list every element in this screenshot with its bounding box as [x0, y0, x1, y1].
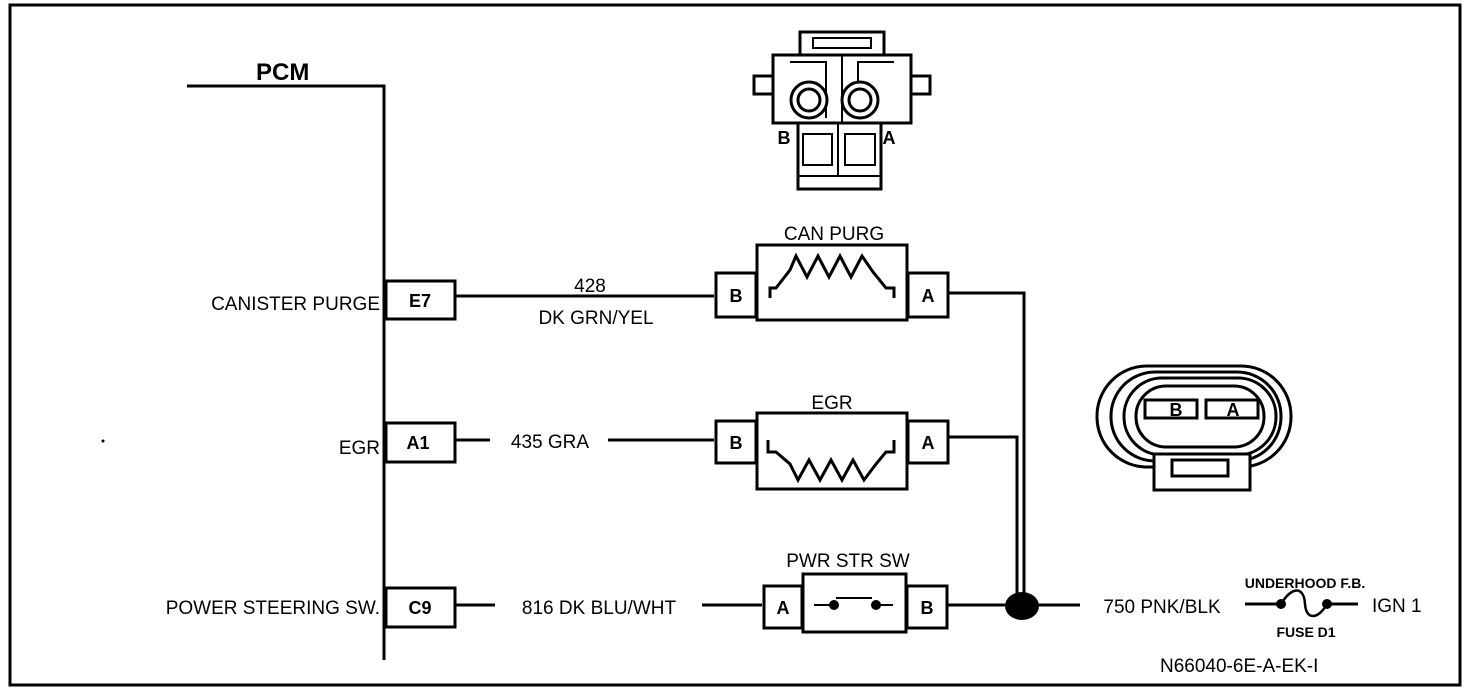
can-purg-title: CAN PURG: [784, 224, 884, 245]
circuit-canister-purge: CANISTER PURGE E7 428 DK GRN/YEL B CAN P…: [211, 224, 1026, 600]
canister-purge-label: CANISTER PURGE: [211, 294, 380, 315]
pwr-str-title: PWR STR SW: [786, 551, 910, 572]
pwr-str-contact-left: [829, 600, 839, 610]
can-purg-pin-b: B: [730, 286, 743, 306]
diagram-code: N66040-6E-A-EK-I: [1160, 656, 1318, 677]
can-purg-pin-a: A: [922, 286, 935, 306]
pwr-str-pin-b-box: [905, 584, 949, 630]
pcm-pin-a1-box: [384, 421, 457, 464]
connector-right-cavity-b: [1143, 398, 1199, 420]
pcm-pin-a1: A1: [406, 433, 429, 453]
pcm-module: PCM: [187, 59, 386, 660]
fuse-location: UNDERHOOD F.B.: [1245, 575, 1366, 591]
pwr-str-pin-a-box: [762, 584, 804, 630]
egr-pin-a-box: [906, 419, 950, 465]
can-purg-coil: [768, 252, 896, 298]
wire-435-label: 435 GRA: [511, 432, 589, 453]
pwr-str-pin-a: A: [777, 598, 790, 618]
wire-egr-to-splice: [948, 435, 1019, 600]
pcm-pin-c9: C9: [408, 598, 431, 618]
power-steering-label: POWER STEERING SW.: [166, 598, 380, 619]
circuit-power-steering: POWER STEERING SW. C9 816 DK BLU/WHT A P…: [166, 551, 1005, 634]
pcm-pin-e7-box: [384, 279, 457, 321]
connector-top-pin-b: B: [778, 128, 791, 148]
can-purg-pin-a-box: [906, 271, 950, 319]
egr-pin-b: B: [730, 433, 743, 453]
pwr-str-contact-right: [871, 600, 881, 610]
stray-dot: [101, 439, 105, 443]
pwr-str-pin-b: B: [921, 598, 934, 618]
wire-750-label: 750 PNK/BLK: [1103, 597, 1221, 618]
fuse-name: FUSE D1: [1276, 624, 1335, 640]
circuit-egr: EGR A1 435 GRA B EGR A: [339, 393, 1019, 600]
diagram-frame: [8, 3, 1462, 687]
can-purg-pin-b-box: [714, 271, 758, 319]
fuse-element: [1279, 589, 1329, 618]
wire-816-label: 816 DK BLU/WHT: [522, 598, 677, 619]
pcm-pin-c9-box: [384, 586, 457, 629]
connector-top-view: B A: [752, 30, 932, 191]
connector-right-pin-b: B: [1170, 400, 1183, 420]
power-feed: 750 PNK/BLK UNDERHOOD F.B. FUSE D1 IGN 1: [1005, 575, 1422, 640]
pcm-pin-e7: E7: [409, 291, 431, 311]
splice-point: [1005, 592, 1039, 620]
connector-right-view: B A: [1095, 364, 1293, 492]
ign-1-label: IGN 1: [1372, 596, 1422, 617]
egr-coil: [766, 440, 896, 484]
egr-pin-b-box: [714, 419, 758, 465]
egr-title: EGR: [811, 393, 852, 414]
wire-428-color: DK GRN/YEL: [538, 308, 653, 329]
connector-right-cavity-a: [1204, 398, 1260, 420]
egr-pin-a: A: [922, 433, 935, 453]
connector-right-pin-a: A: [1227, 400, 1240, 420]
egr-label: EGR: [339, 438, 380, 459]
pwr-str-body: [801, 572, 908, 634]
pcm-title: PCM: [256, 59, 309, 86]
egr-body: [755, 411, 909, 491]
wire-428-number: 428: [574, 276, 606, 297]
connector-top-pin-a: A: [883, 128, 896, 148]
wire-can-purg-to-splice: [948, 291, 1026, 600]
